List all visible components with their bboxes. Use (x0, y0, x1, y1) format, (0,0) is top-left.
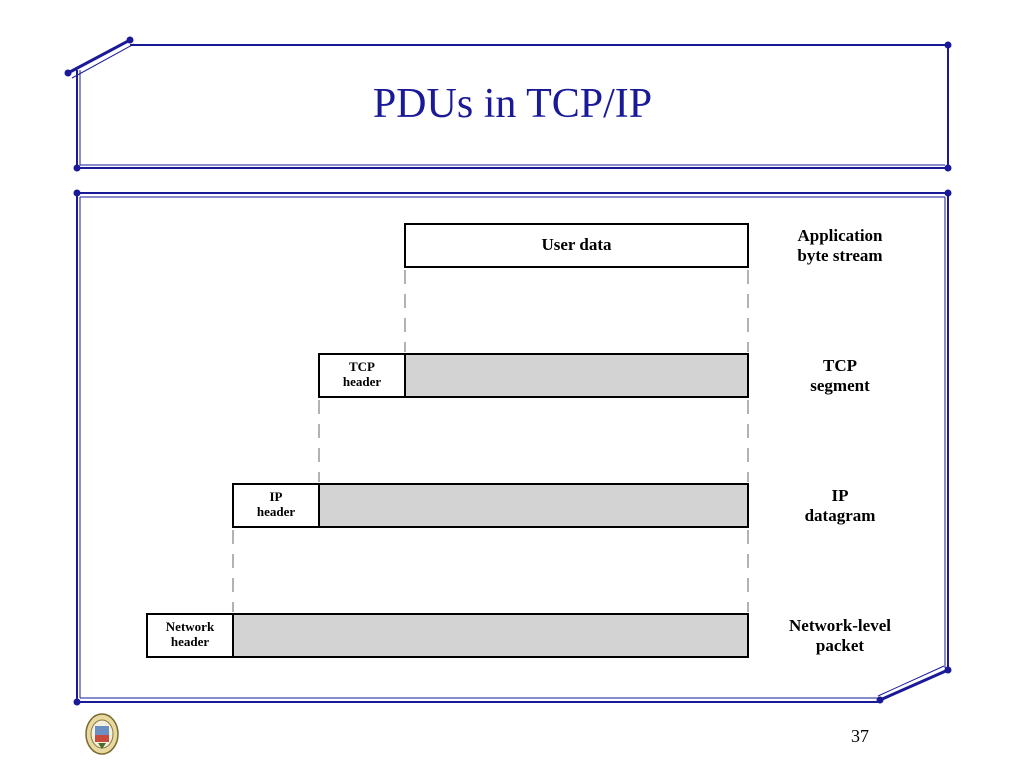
ip-header-label: IP header (256, 489, 296, 519)
tcp-payload-box (404, 353, 749, 398)
level-label-ip: IP datagram (804, 486, 876, 525)
network-header-label: Network header (165, 619, 215, 649)
page-number: 37 (851, 726, 869, 746)
level-label-network: Network-level packet (789, 616, 891, 655)
network-header-box (146, 613, 234, 658)
tcp-header-box (318, 353, 406, 398)
university-crest-icon (85, 713, 119, 755)
ip-header-box (232, 483, 320, 528)
level-label-tcp: TCP segment (810, 356, 870, 395)
user-data-label: User data (541, 235, 612, 254)
dashed-guides (232, 270, 749, 612)
content-frame (73, 189, 952, 706)
network-payload-box (232, 613, 749, 658)
user-data-box (404, 223, 749, 268)
pdu-boxes (146, 223, 749, 658)
tcp-header-label: TCP header (342, 359, 382, 389)
ip-payload-box (318, 483, 749, 528)
level-label-application: Application byte stream (797, 226, 883, 265)
title-frame (64, 36, 952, 172)
slide-title: PDUs in TCP/IP (372, 81, 653, 127)
